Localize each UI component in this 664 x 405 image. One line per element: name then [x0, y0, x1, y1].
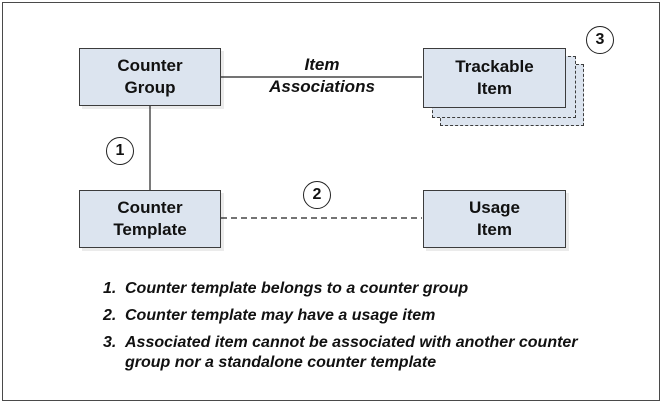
counter-template-label-line1: Counter: [117, 198, 183, 217]
counter-template-label-line2: Template: [113, 220, 187, 239]
trackable-item-node: Trackable Item: [423, 48, 566, 108]
note-text: Counter template may have a usage item: [125, 307, 436, 324]
usage-item-label-line1: Usage: [468, 198, 521, 217]
item-associations-label: Item Associations: [252, 54, 392, 98]
note-text: Counter template belongs to a counter gr…: [125, 280, 469, 297]
note-item: 3. Associated item cannot be associated …: [103, 333, 595, 373]
counter-group-node: Counter Group: [79, 48, 221, 106]
notes-list: 1. Counter template belongs to a counter…: [103, 279, 595, 380]
counter-group-label-line1: Counter: [117, 56, 183, 75]
note-number: 1.: [103, 280, 117, 297]
note-text: Associated item cannot be associated wit…: [125, 334, 578, 371]
counter-group-label-line2: Group: [124, 78, 176, 97]
counter-template-node: Counter Template: [79, 190, 221, 248]
note-number: 3.: [103, 334, 117, 351]
note-number: 2.: [103, 307, 117, 324]
marker-three: 3: [586, 26, 614, 54]
trackable-item-label-line1: Trackable: [455, 57, 534, 76]
note-item: 1. Counter template belongs to a counter…: [103, 279, 595, 299]
marker-two: 2: [303, 181, 331, 209]
usage-item-node: Usage Item: [423, 190, 566, 248]
trackable-item-label-line2: Item: [477, 79, 512, 98]
usage-item-label-line2: Item: [477, 220, 512, 239]
note-item: 2. Counter template may have a usage ite…: [103, 306, 595, 326]
item-associations-line2: Associations: [269, 77, 375, 96]
marker-one: 1: [106, 137, 134, 165]
item-associations-line1: Item: [304, 55, 340, 74]
